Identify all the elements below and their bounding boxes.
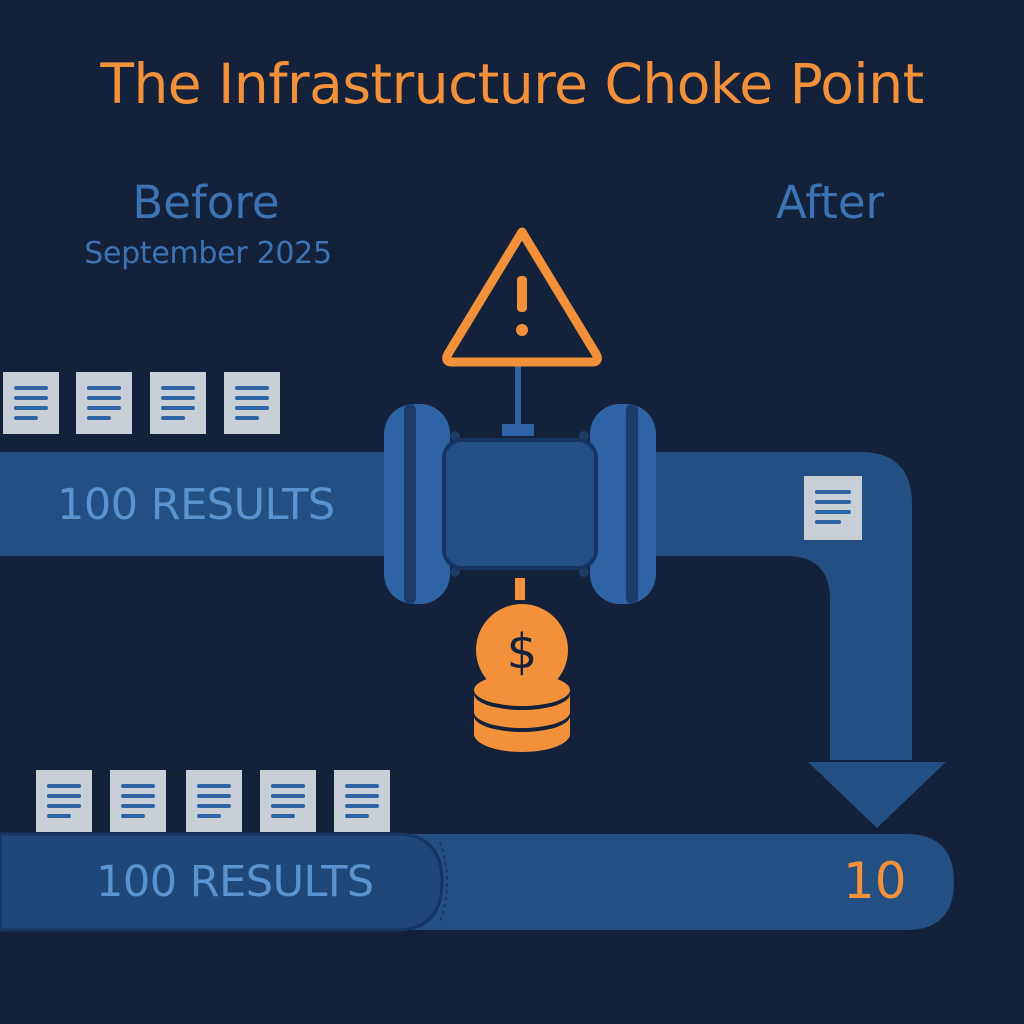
top-pipe-results-label: 100 RESULTS <box>57 480 335 530</box>
bottom-pipe-results-label: 100 RESULTS <box>96 857 374 907</box>
before-date: September 2025 <box>84 236 332 271</box>
after-document-icon <box>804 476 862 540</box>
svg-text:$: $ <box>507 624 538 680</box>
document-icon <box>334 770 390 832</box>
document-icon <box>150 372 206 434</box>
before-label: Before <box>132 176 280 229</box>
after-results-count: 10 <box>843 852 907 910</box>
document-icon <box>3 372 59 434</box>
document-icon <box>186 770 242 832</box>
top-documents <box>3 372 280 434</box>
document-icon <box>36 770 92 832</box>
flow-arrow-down <box>808 762 946 828</box>
coin-stem <box>515 578 525 600</box>
top-pipe-right-bend <box>650 452 912 760</box>
document-icon <box>260 770 316 832</box>
page-title: The Infrastructure Choke Point <box>100 52 924 116</box>
top-pipe-left <box>0 452 400 556</box>
warning-triangle-icon <box>442 227 602 367</box>
after-label: After <box>775 176 885 229</box>
warning-stem-base <box>502 424 534 436</box>
document-icon <box>110 770 166 832</box>
bottom-documents <box>36 770 390 832</box>
dollar-coin-stack-icon: $ <box>474 604 570 752</box>
bottom-pipe <box>0 832 954 932</box>
document-icon <box>76 372 132 434</box>
pipe-valve <box>384 404 656 604</box>
document-icon <box>224 372 280 434</box>
